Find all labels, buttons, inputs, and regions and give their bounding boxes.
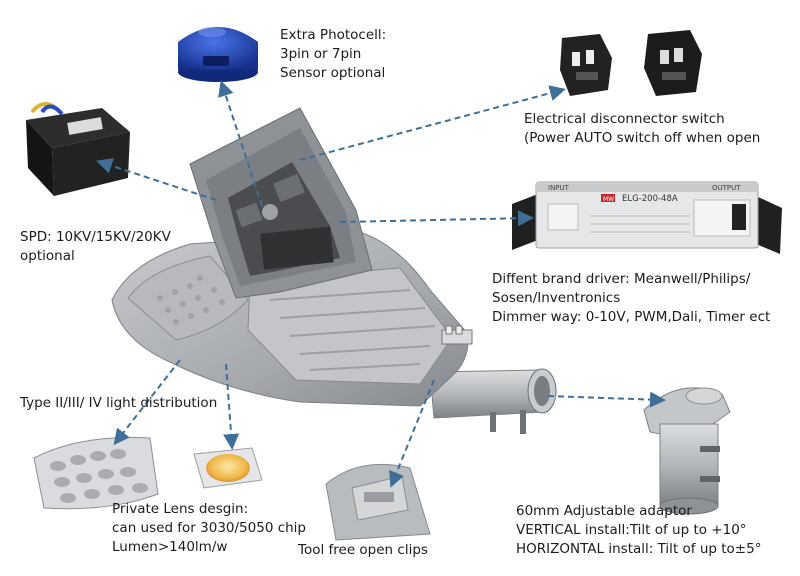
arrow-chip <box>223 363 240 450</box>
adaptor-line-2: VERTICAL install:Tilt of up to +10° <box>516 522 747 538</box>
lens-line-3: Lumen>140lm/w <box>112 539 228 555</box>
lens-line-1: Private Lens desgin: <box>112 501 249 517</box>
driver-line-2: Sosen/Inventronics <box>492 290 621 306</box>
street-light-housing-image <box>111 107 557 434</box>
lens-callout: Private Lens desgin: can used for 3030/5… <box>112 500 306 557</box>
arrow-distribution <box>113 359 181 446</box>
driver-model-label: ELG-200-48A <box>622 194 678 204</box>
driver-line-3: Dimmer way: 0-10V, PWM,Dali, Timer ect <box>492 309 771 325</box>
adaptor-image <box>643 387 731 515</box>
spd-module-image <box>26 102 130 196</box>
arrow-clips <box>389 379 435 488</box>
driver-callout: Diffent brand driver: Meanwell/Philips/ … <box>492 270 770 327</box>
spd-line-1: SPD: 10KV/15KV/20KV <box>20 229 171 245</box>
lens-line-2: can used for 3030/5050 chip <box>112 520 307 536</box>
photocell-callout: Extra Photocell: 3pin or 7pin Sensor opt… <box>280 26 386 83</box>
disconnector-line-1: Electrical disconnector switch <box>524 111 725 127</box>
arrow-photocell <box>218 80 263 207</box>
callout-arrows <box>96 80 666 488</box>
spd-callout: SPD: 10KV/15KV/20KV optional <box>20 228 171 266</box>
disconnector-switch-image <box>560 30 702 96</box>
photocell-line-2: 3pin or 7pin <box>280 46 362 62</box>
clip-image <box>325 463 431 541</box>
led-chip-image <box>193 447 263 489</box>
driver-input-label: INPUT <box>548 184 570 192</box>
photocell-line-1: Extra Photocell: <box>280 27 387 43</box>
distribution-line-1: Type II/III/ IV light distribution <box>20 395 218 411</box>
driver-unit-image: INPUT MW ELG-200-48A OUTPUT <box>512 181 782 254</box>
clips-callout: Tool free open clips <box>298 541 428 560</box>
driver-brand-label: MW <box>603 196 614 203</box>
photocell-line-3: Sensor optional <box>280 65 386 81</box>
arrow-driver <box>339 210 534 227</box>
arrow-disconnector <box>299 85 566 161</box>
lens-image <box>33 436 159 510</box>
disconnector-callout: Electrical disconnector switch (Power AU… <box>524 110 760 148</box>
photocell-image <box>178 27 258 82</box>
disconnector-line-2: (Power AUTO switch off when open <box>524 130 761 146</box>
driver-line-1: Diffent brand driver: Meanwell/Philips/ <box>492 271 751 287</box>
arrow-spd <box>96 158 217 201</box>
clips-line-1: Tool free open clips <box>298 542 428 558</box>
distribution-callout: Type II/III/ IV light distribution <box>20 394 217 413</box>
adaptor-line-3: HORIZONTAL install: Tilt of up to±5° <box>516 541 762 557</box>
adaptor-callout: 60mm Adjustable adaptor VERTICAL install… <box>516 502 761 559</box>
adaptor-line-1: 60mm Adjustable adaptor <box>516 503 692 519</box>
driver-output-label: OUTPUT <box>712 184 741 192</box>
arrow-adaptor <box>547 391 666 408</box>
spd-line-2: optional <box>20 248 75 264</box>
